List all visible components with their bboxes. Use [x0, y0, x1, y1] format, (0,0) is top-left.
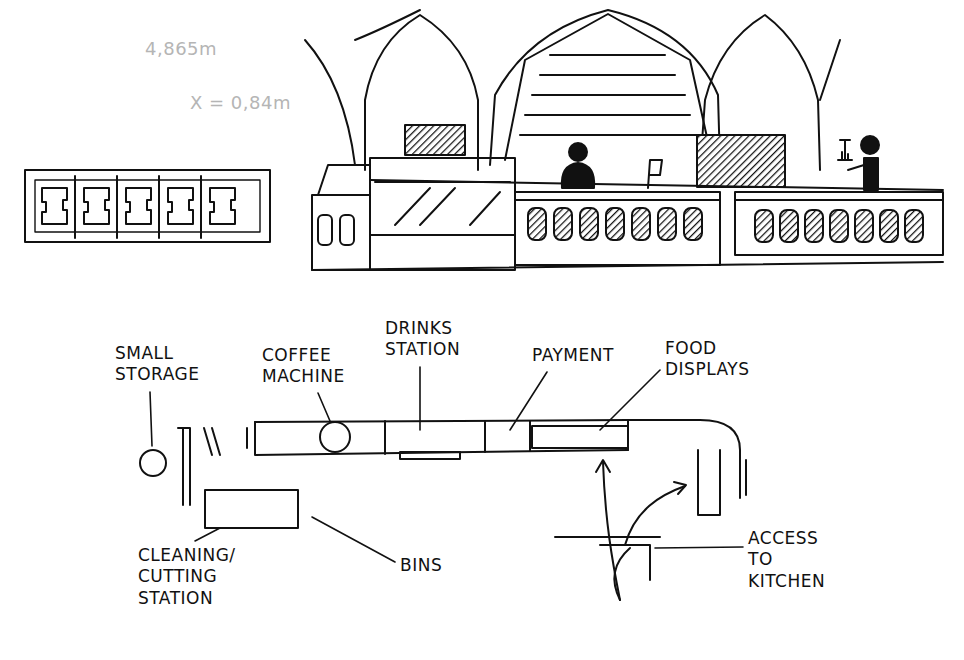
counter-plan [140, 420, 746, 600]
part-label: FOOD DISPLAYS [665, 338, 749, 381]
part-label: BINS [400, 555, 442, 576]
part-label: CLEANING/ CUTTING STATION [138, 545, 236, 609]
dimension-note: X = 0,84m [190, 92, 291, 115]
dimension-note: 4,865m [145, 38, 217, 61]
part-label: ACCESS TO KITCHEN [748, 528, 825, 592]
panel-detail [25, 170, 270, 242]
part-label: SMALL STORAGE [115, 343, 199, 386]
part-label: COFFEE MACHINE [262, 345, 345, 388]
counter-elevation [305, 10, 943, 270]
leader-lines [150, 367, 743, 562]
part-label: DRINKS STATION [385, 318, 460, 361]
part-label: PAYMENT [532, 345, 614, 366]
